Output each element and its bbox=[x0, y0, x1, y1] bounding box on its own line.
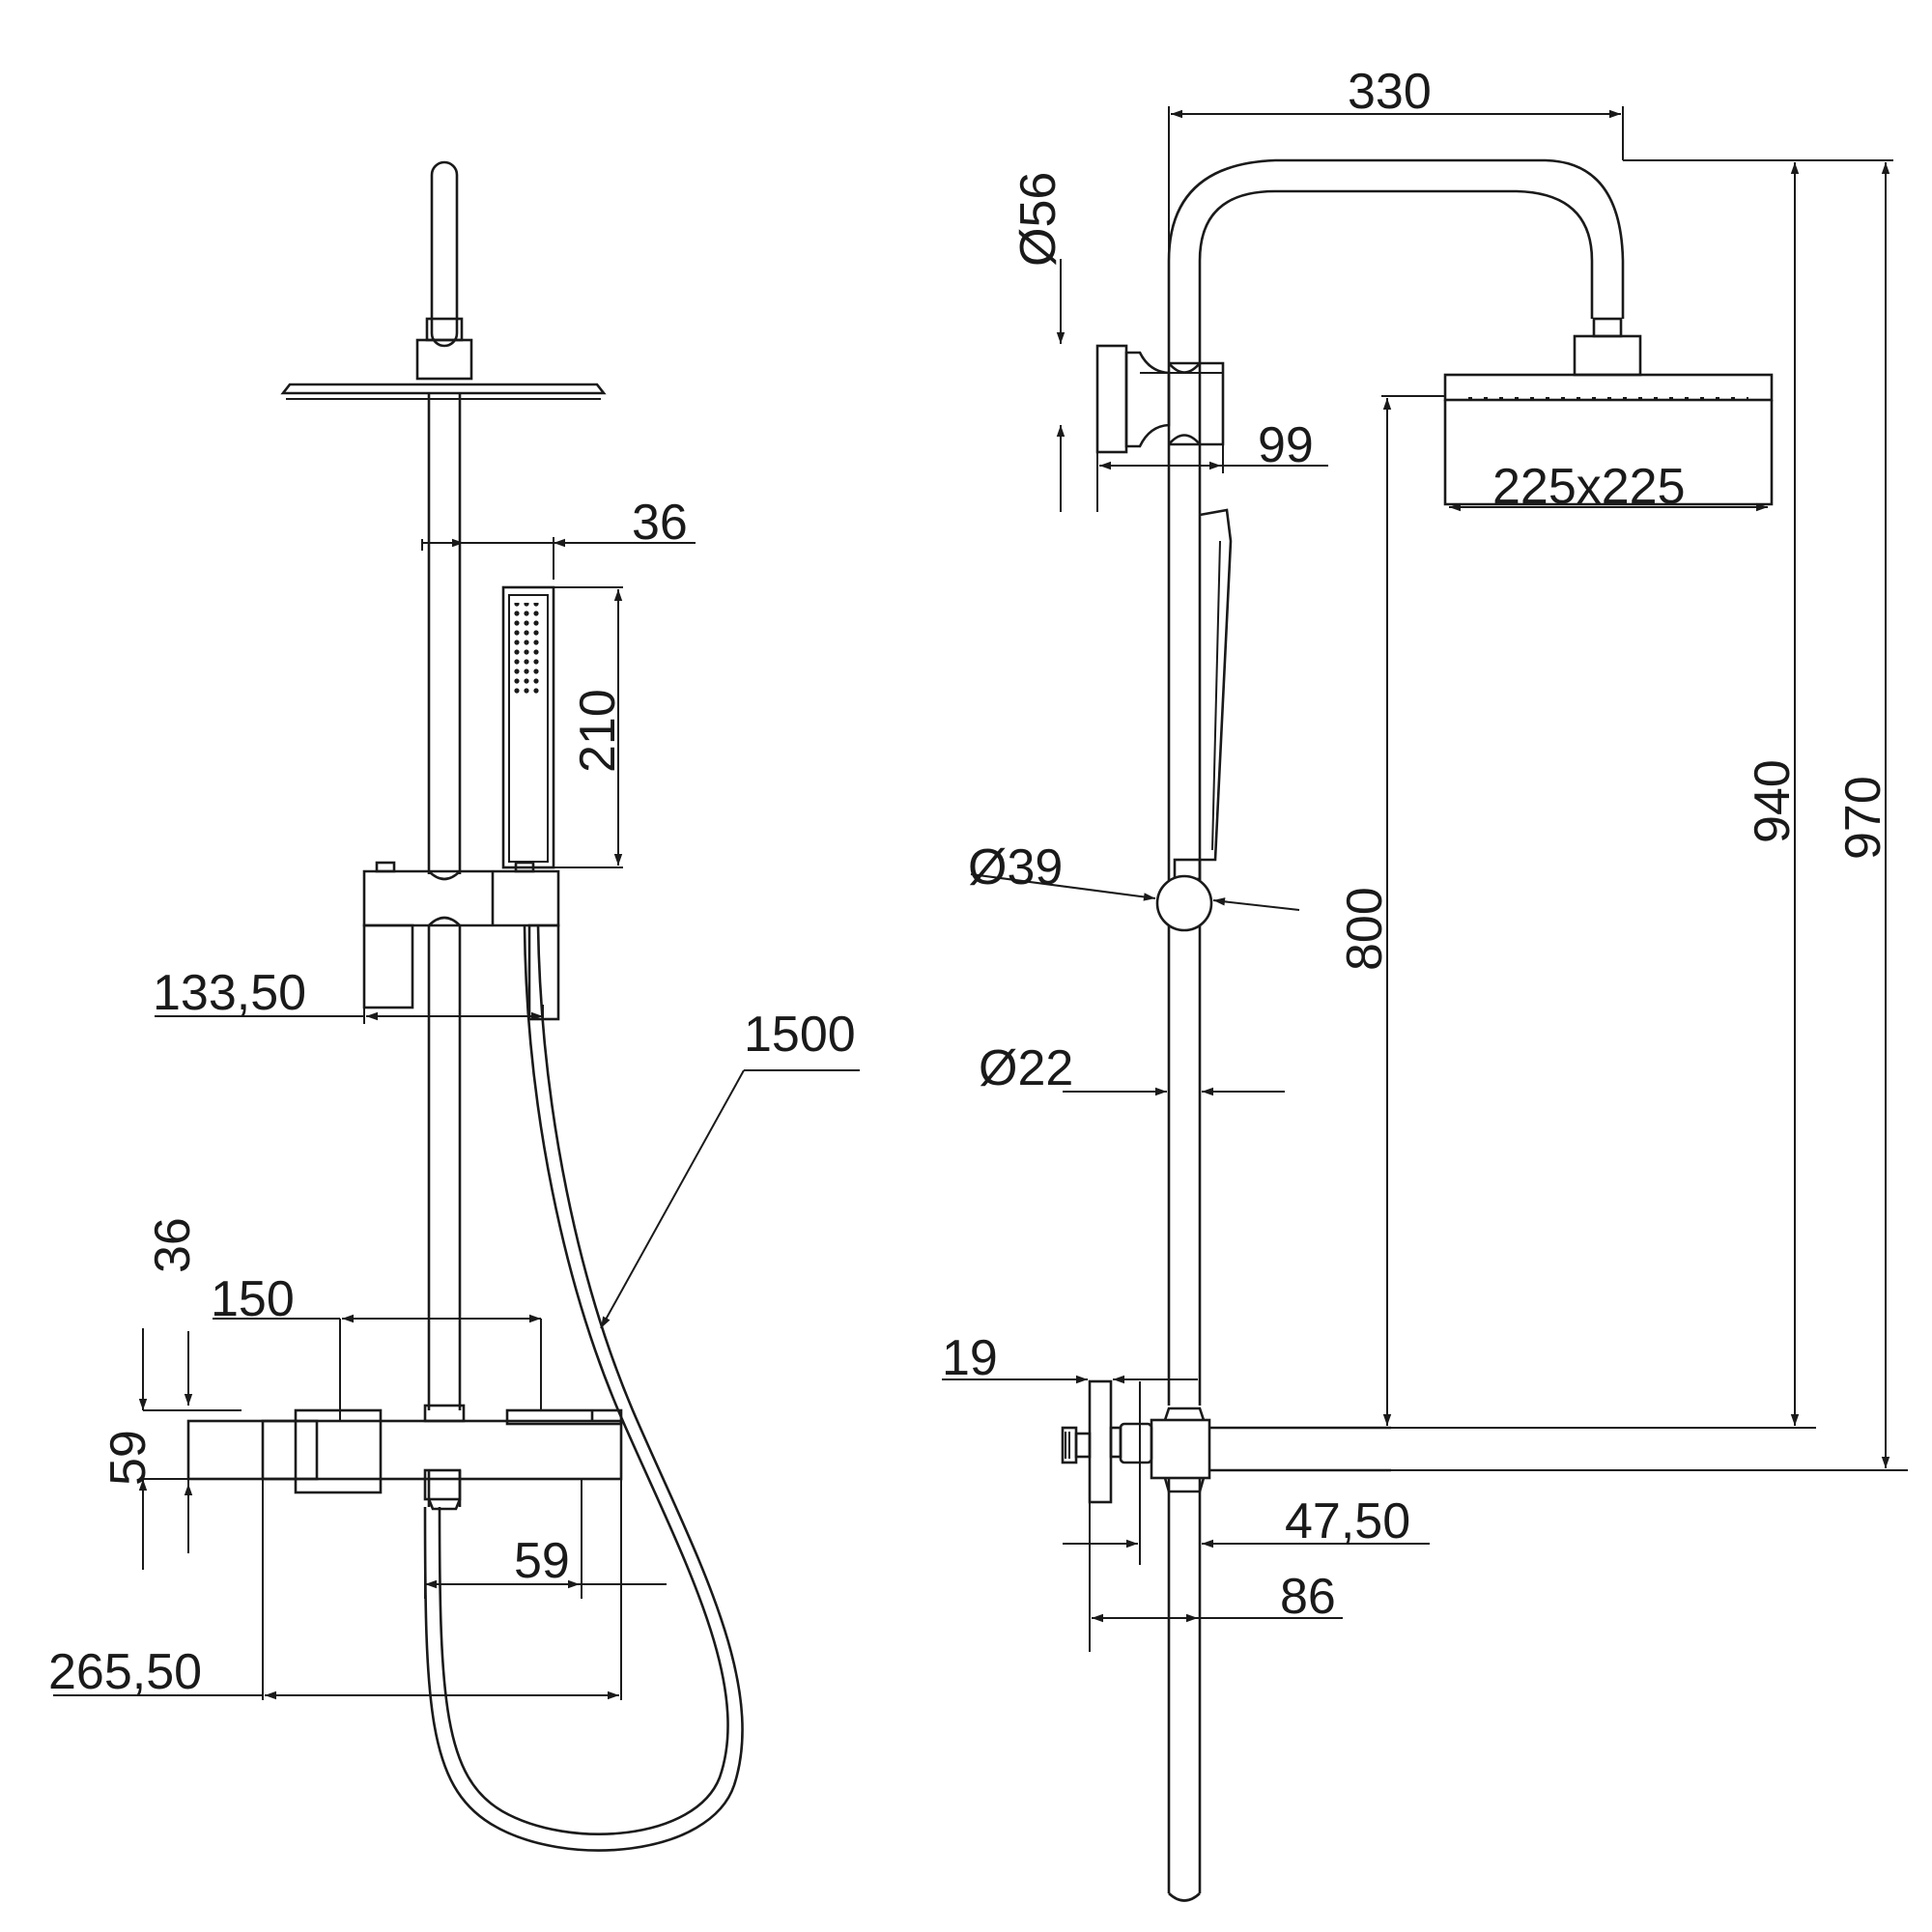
side-view: 330 Ø56 99 225x225 Ø39 Ø22 800 940 970 1… bbox=[942, 64, 1908, 1902]
riser-rail bbox=[423, 394, 466, 1507]
side-slider-knob bbox=[1155, 874, 1213, 932]
dim-bracket-diameter: Ø56 bbox=[1010, 172, 1066, 267]
front-dimension-lines bbox=[53, 538, 860, 1700]
dim-hose-length: 1500 bbox=[744, 1007, 856, 1063]
side-extension-lines bbox=[1089, 106, 1908, 1652]
dim-valve-height-top: 36 bbox=[145, 1217, 201, 1273]
dim-arm-reach: 330 bbox=[1348, 64, 1432, 120]
thermostatic-mixer bbox=[186, 1408, 623, 1511]
dim-valve-height: 59 bbox=[100, 1430, 156, 1486]
slider-bracket bbox=[362, 861, 560, 1021]
side-mixer bbox=[1061, 1379, 1391, 1504]
dim-handshower-length: 210 bbox=[570, 689, 626, 773]
hand-shower bbox=[501, 585, 555, 869]
dim-rail-diameter: Ø22 bbox=[979, 1040, 1073, 1096]
dim-head-size: 225x225 bbox=[1492, 459, 1686, 515]
front-extension-lines bbox=[143, 537, 623, 1700]
dim-valve-width: 265,50 bbox=[48, 1644, 202, 1700]
dim-valve-depth: 59 bbox=[514, 1533, 570, 1589]
side-rail-and-arm bbox=[1167, 158, 1625, 1902]
wall-bracket bbox=[1095, 344, 1225, 454]
dim-bracket-offset: 99 bbox=[1258, 417, 1314, 473]
side-hand-shower bbox=[1173, 508, 1233, 881]
dim-slider-diameter: Ø39 bbox=[968, 839, 1063, 895]
dim-mixer-offset: 47,50 bbox=[1285, 1493, 1410, 1549]
dim-head-height: 940 bbox=[1745, 759, 1801, 843]
dim-handshower-width: 36 bbox=[632, 495, 688, 551]
front-view: 36 210 133,50 1500 36 150 59 59 265,50 bbox=[48, 160, 860, 1852]
shower-hose bbox=[423, 924, 744, 1852]
dim-rail-height: 800 bbox=[1337, 887, 1393, 971]
dim-total-height: 970 bbox=[1835, 776, 1891, 860]
dim-wall-gap: 19 bbox=[942, 1330, 998, 1386]
dim-slider-offset: 133,50 bbox=[153, 965, 306, 1021]
dim-inlet-spacing: 150 bbox=[211, 1271, 295, 1327]
side-dimension-lines bbox=[942, 109, 1890, 1623]
dim-mixer-depth: 86 bbox=[1280, 1569, 1336, 1625]
overhead-shower-head bbox=[280, 160, 607, 400]
side-overhead-head bbox=[1443, 334, 1774, 506]
